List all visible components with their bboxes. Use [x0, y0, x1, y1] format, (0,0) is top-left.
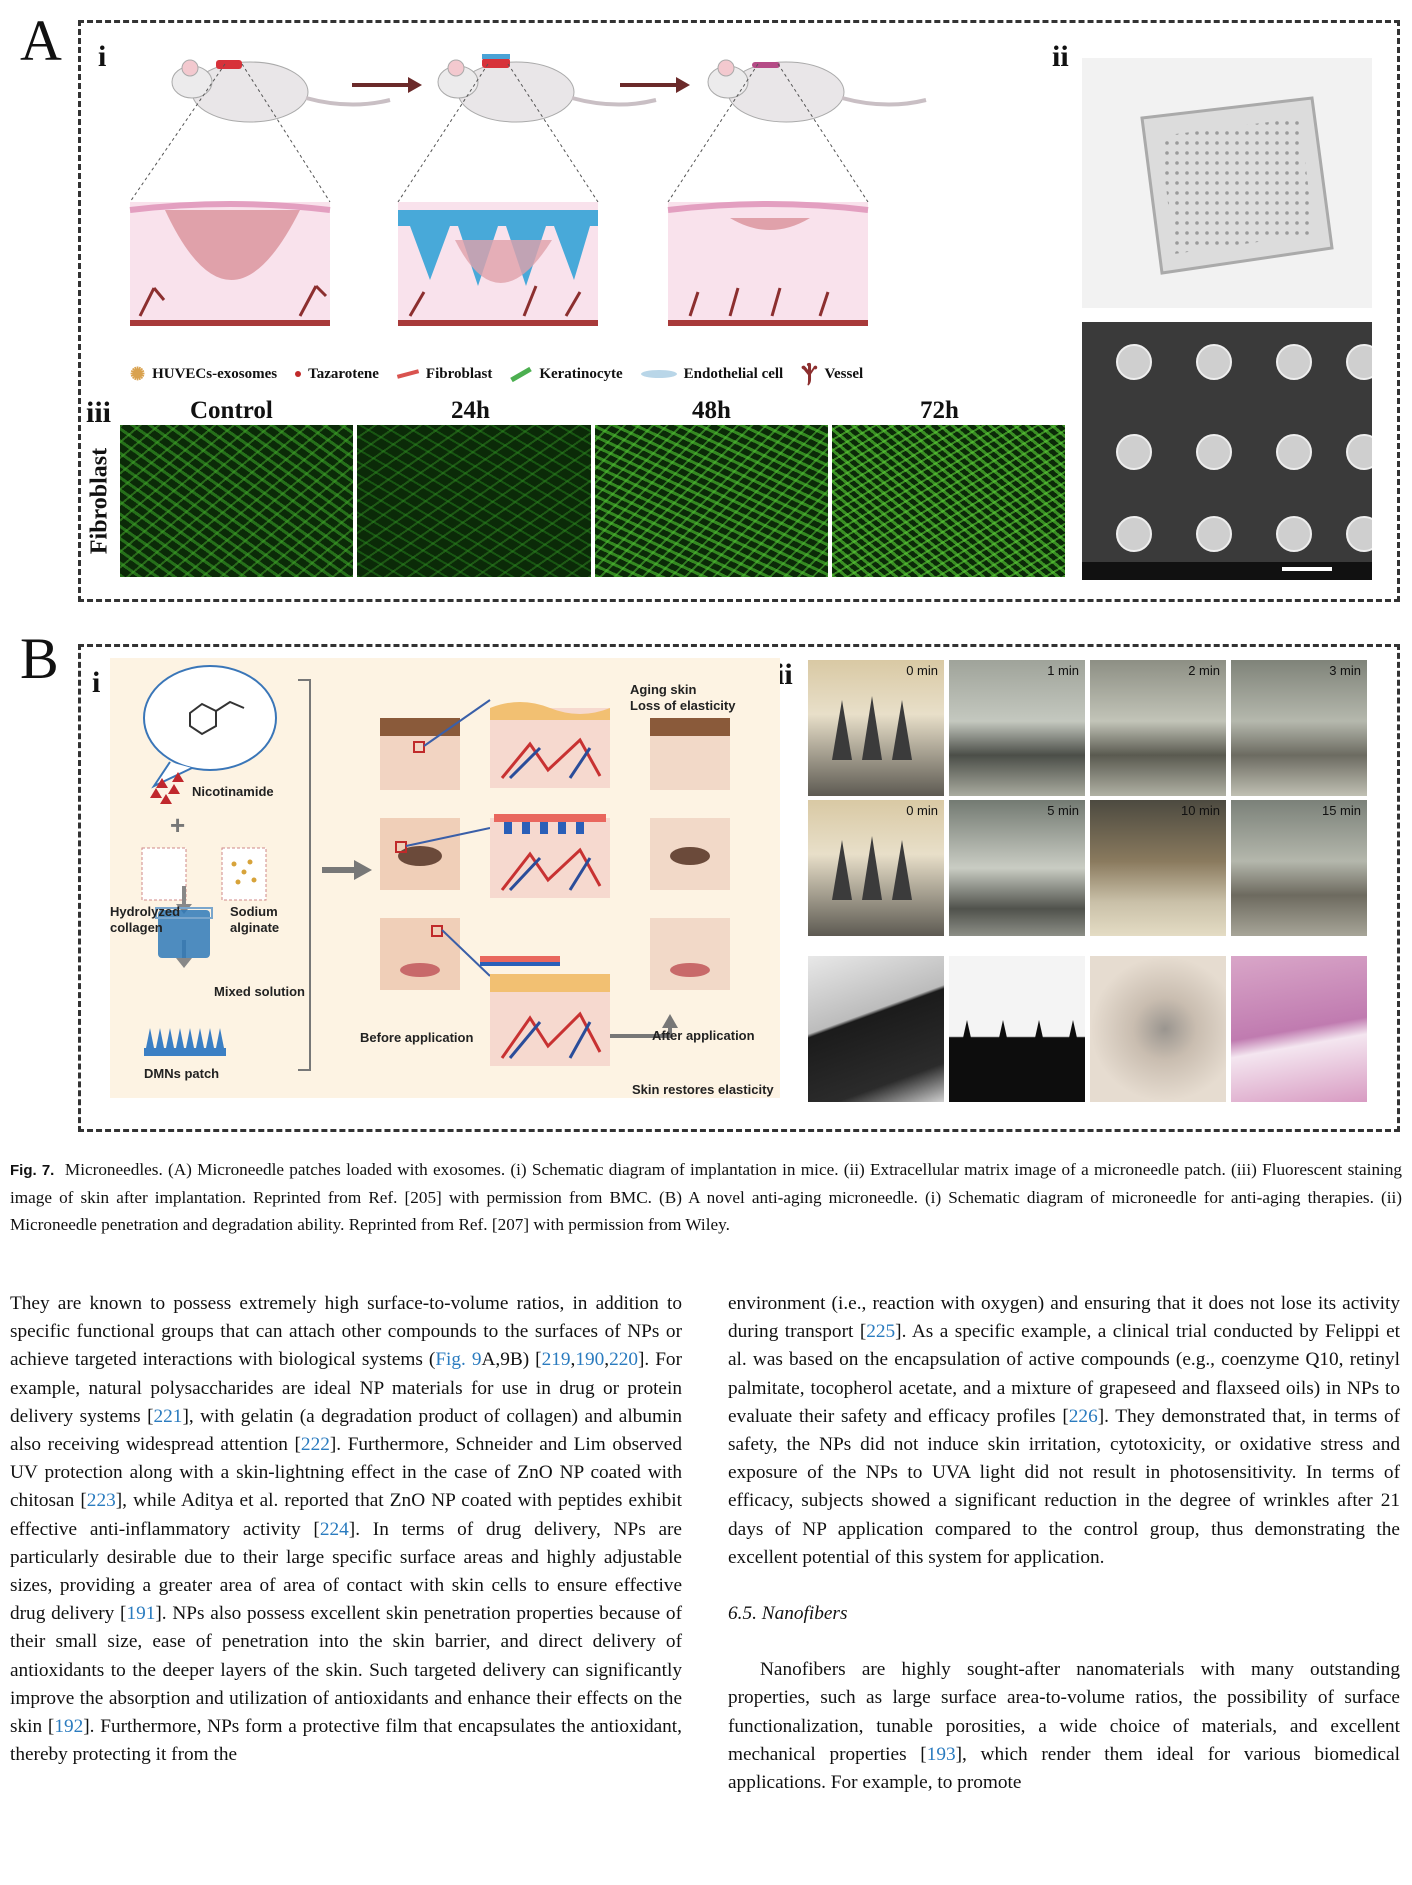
ref-220-link[interactable]: 220 — [609, 1349, 638, 1371]
skin-application-photo — [1090, 956, 1226, 1102]
skin-section-2 — [398, 202, 598, 326]
label-before-application: Before application — [360, 1030, 474, 1045]
microneedle-patch-photo — [1082, 58, 1372, 308]
panel-a-letter: A — [20, 8, 62, 73]
legend-item-exosomes: ✺ HUVECs-exosomes — [130, 363, 278, 384]
microneedle-sem-image — [1082, 322, 1372, 580]
fluo-title-control: Control — [190, 397, 273, 424]
mouse-illustration-3 — [707, 59, 927, 123]
endothelial-cell-icon — [640, 370, 677, 378]
micrograph-1min: 1 min — [949, 660, 1085, 796]
ref-192-link[interactable]: 192 — [54, 1716, 84, 1738]
panel-b-sub-ii: ii — [776, 658, 793, 691]
ref-222-link[interactable]: 222 — [300, 1434, 330, 1456]
micrograph-2min: 2 min — [1090, 660, 1226, 796]
fluorescence-image-control — [120, 425, 354, 577]
label-skin-restores: Skin restores elasticity — [632, 1082, 774, 1097]
micrograph-5min: 5 min — [949, 800, 1085, 936]
label-plus: + — [170, 810, 186, 840]
fluo-title-24h: 24h — [451, 397, 490, 424]
ref-224-link[interactable]: 224 — [319, 1518, 349, 1540]
anti-aging-schematic-art — [141, 665, 730, 1071]
panel-b-frame — [78, 644, 1400, 1132]
label-aging-skin: Aging skin — [630, 682, 697, 697]
fibroblast-icon — [396, 369, 420, 379]
ref-226-link[interactable]: 226 — [1068, 1405, 1098, 1427]
needle-profile-icon — [963, 1020, 1077, 1038]
label-after-application: After application — [652, 1028, 755, 1043]
legend-item-fibroblast: Fibroblast — [396, 366, 492, 383]
ref-221-link[interactable]: 221 — [153, 1405, 183, 1427]
ref-191-link[interactable]: 191 — [126, 1603, 156, 1625]
label-dmns-patch: DMNs patch — [144, 1066, 220, 1081]
fluorescence-titles: Control 24h 48h 72h — [120, 397, 1065, 429]
micrograph-0min-b: 0 min — [808, 800, 944, 936]
label-nicotinamide: Nicotinamide — [192, 784, 274, 799]
right-column: environment (i.e., reaction with oxygen)… — [728, 1290, 1400, 1797]
legend-item-tazarotene: Tazarotene — [295, 366, 379, 383]
patch-black-photo — [808, 956, 944, 1102]
micrograph-3min: 3 min — [1231, 660, 1367, 796]
label-loss-of-elasticity: Loss of elasticity — [630, 698, 736, 713]
patch-illustration — [1140, 96, 1334, 275]
micrograph-15min: 15 min — [1231, 800, 1367, 936]
panel-a-frame — [78, 20, 1400, 602]
fluo-title-48h: 48h — [692, 397, 731, 424]
legend-item-endothelial: Endothelial cell — [640, 366, 783, 383]
fluorescence-image-24h — [357, 425, 591, 577]
caption-label: Fig. 7. — [10, 1162, 55, 1179]
panel-b-sub-i: i — [92, 666, 101, 699]
left-paragraph: They are known to possess extremely high… — [10, 1293, 682, 1766]
ref-190-link[interactable]: 190 — [575, 1349, 605, 1371]
ref-219-link[interactable]: 219 — [541, 1349, 571, 1371]
exosome-icon: ✺ — [130, 363, 146, 384]
sem-needles — [1082, 344, 1372, 580]
anti-aging-schematic: Nicotinamide + Hydrolyzed collagen Sodiu… — [110, 658, 780, 1098]
panel-b-letter: B — [20, 626, 59, 691]
fluorescence-image-72h — [831, 425, 1065, 577]
section-heading-nanofibers: 6.5. Nanofibers — [728, 1603, 848, 1625]
left-column: They are known to possess extremely high… — [10, 1290, 682, 1769]
needle-profile-photo — [949, 956, 1085, 1102]
panel-a-sub-ii: ii — [1052, 40, 1069, 73]
label-mixed-solution: Mixed solution — [214, 984, 305, 999]
implantation-schematic: . — [129, 54, 927, 326]
right-paragraph-1: environment (i.e., reaction with oxygen)… — [728, 1293, 1401, 1568]
micrograph-10min: 10 min — [1090, 800, 1226, 936]
needle-tips-icon — [832, 836, 912, 900]
penetration-degradation-grid: 0 min 1 min 2 min 3 min 0 min 5 min 10 m… — [808, 660, 1368, 1102]
keratinocyte-icon — [510, 366, 533, 382]
right-paragraph-2: Nanofibers are highly sought-after nanom… — [728, 1659, 1400, 1794]
figure-caption: Fig. 7. Microneedles. (A) Microneedle pa… — [10, 1156, 1402, 1238]
mouse-illustration-2 — [437, 54, 657, 123]
schematic-legend: ✺ HUVECs-exosomes Tazarotene Fibroblast … — [130, 360, 1080, 388]
legend-item-keratinocyte: Keratinocyte — [510, 366, 623, 383]
micrograph-0min-a: 0 min — [808, 660, 944, 796]
fibroblast-row-label: Fibroblast — [86, 447, 113, 555]
vessel-icon: Ⲯ — [801, 361, 818, 386]
panel-a-sub-i: i — [98, 40, 107, 73]
legend-item-vessel: Ⲯ Vessel — [801, 361, 864, 386]
fluorescence-image-48h — [594, 425, 828, 577]
skin-section-3 — [667, 201, 869, 326]
panel-a-sub-iii: iii — [86, 396, 112, 429]
caption-text: Microneedles. (A) Microneedle patches lo… — [10, 1160, 1403, 1234]
tazarotene-dot-icon — [295, 371, 302, 377]
mouse-illustration-1 — [171, 59, 391, 123]
skin-section-1 — [129, 201, 331, 326]
label-sodium-alginate: Sodium alginate — [230, 904, 280, 935]
label-hydrolyzed-collagen: Hydrolyzed collagen — [110, 904, 181, 935]
fluorescence-image-row — [120, 425, 1065, 577]
fig-9-link[interactable]: Fig. 9 — [435, 1349, 482, 1371]
fluo-title-72h: 72h — [920, 397, 959, 424]
ref-223-link[interactable]: 223 — [86, 1490, 116, 1512]
ref-225-link[interactable]: 225 — [866, 1321, 896, 1343]
ref-193-link[interactable]: 193 — [926, 1743, 956, 1765]
needle-tips-icon — [832, 696, 912, 760]
histology-photo — [1231, 956, 1367, 1102]
